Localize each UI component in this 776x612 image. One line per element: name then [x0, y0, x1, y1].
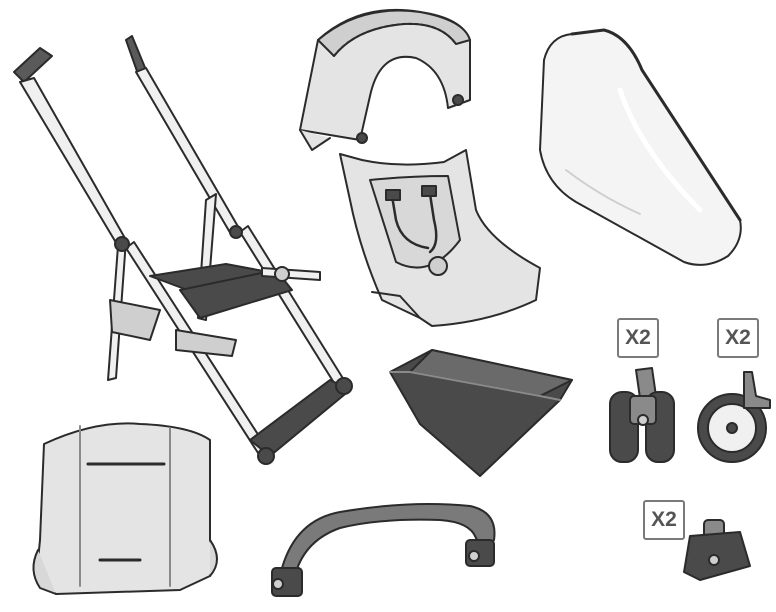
quantity-label: X2: [625, 326, 651, 349]
stroller-frame: [13, 35, 353, 465]
underseat-basket: [389, 349, 573, 477]
seat-liner: [32, 422, 218, 595]
quantity-badge-adapters: X2: [643, 500, 685, 540]
canopy: [299, 8, 471, 151]
quantity-label: X2: [725, 326, 751, 349]
front-swivel-wheels: [609, 367, 675, 463]
quantity-badge-front-wheels: X2: [617, 318, 659, 358]
rear-wheels: [697, 371, 771, 463]
quantity-label: X2: [651, 508, 677, 531]
rain-cover: [539, 28, 742, 266]
bumper-bar: [271, 503, 496, 597]
seat-fabric: [339, 149, 541, 327]
adapters: [683, 519, 751, 581]
quantity-badge-rear-wheels: X2: [717, 318, 759, 358]
